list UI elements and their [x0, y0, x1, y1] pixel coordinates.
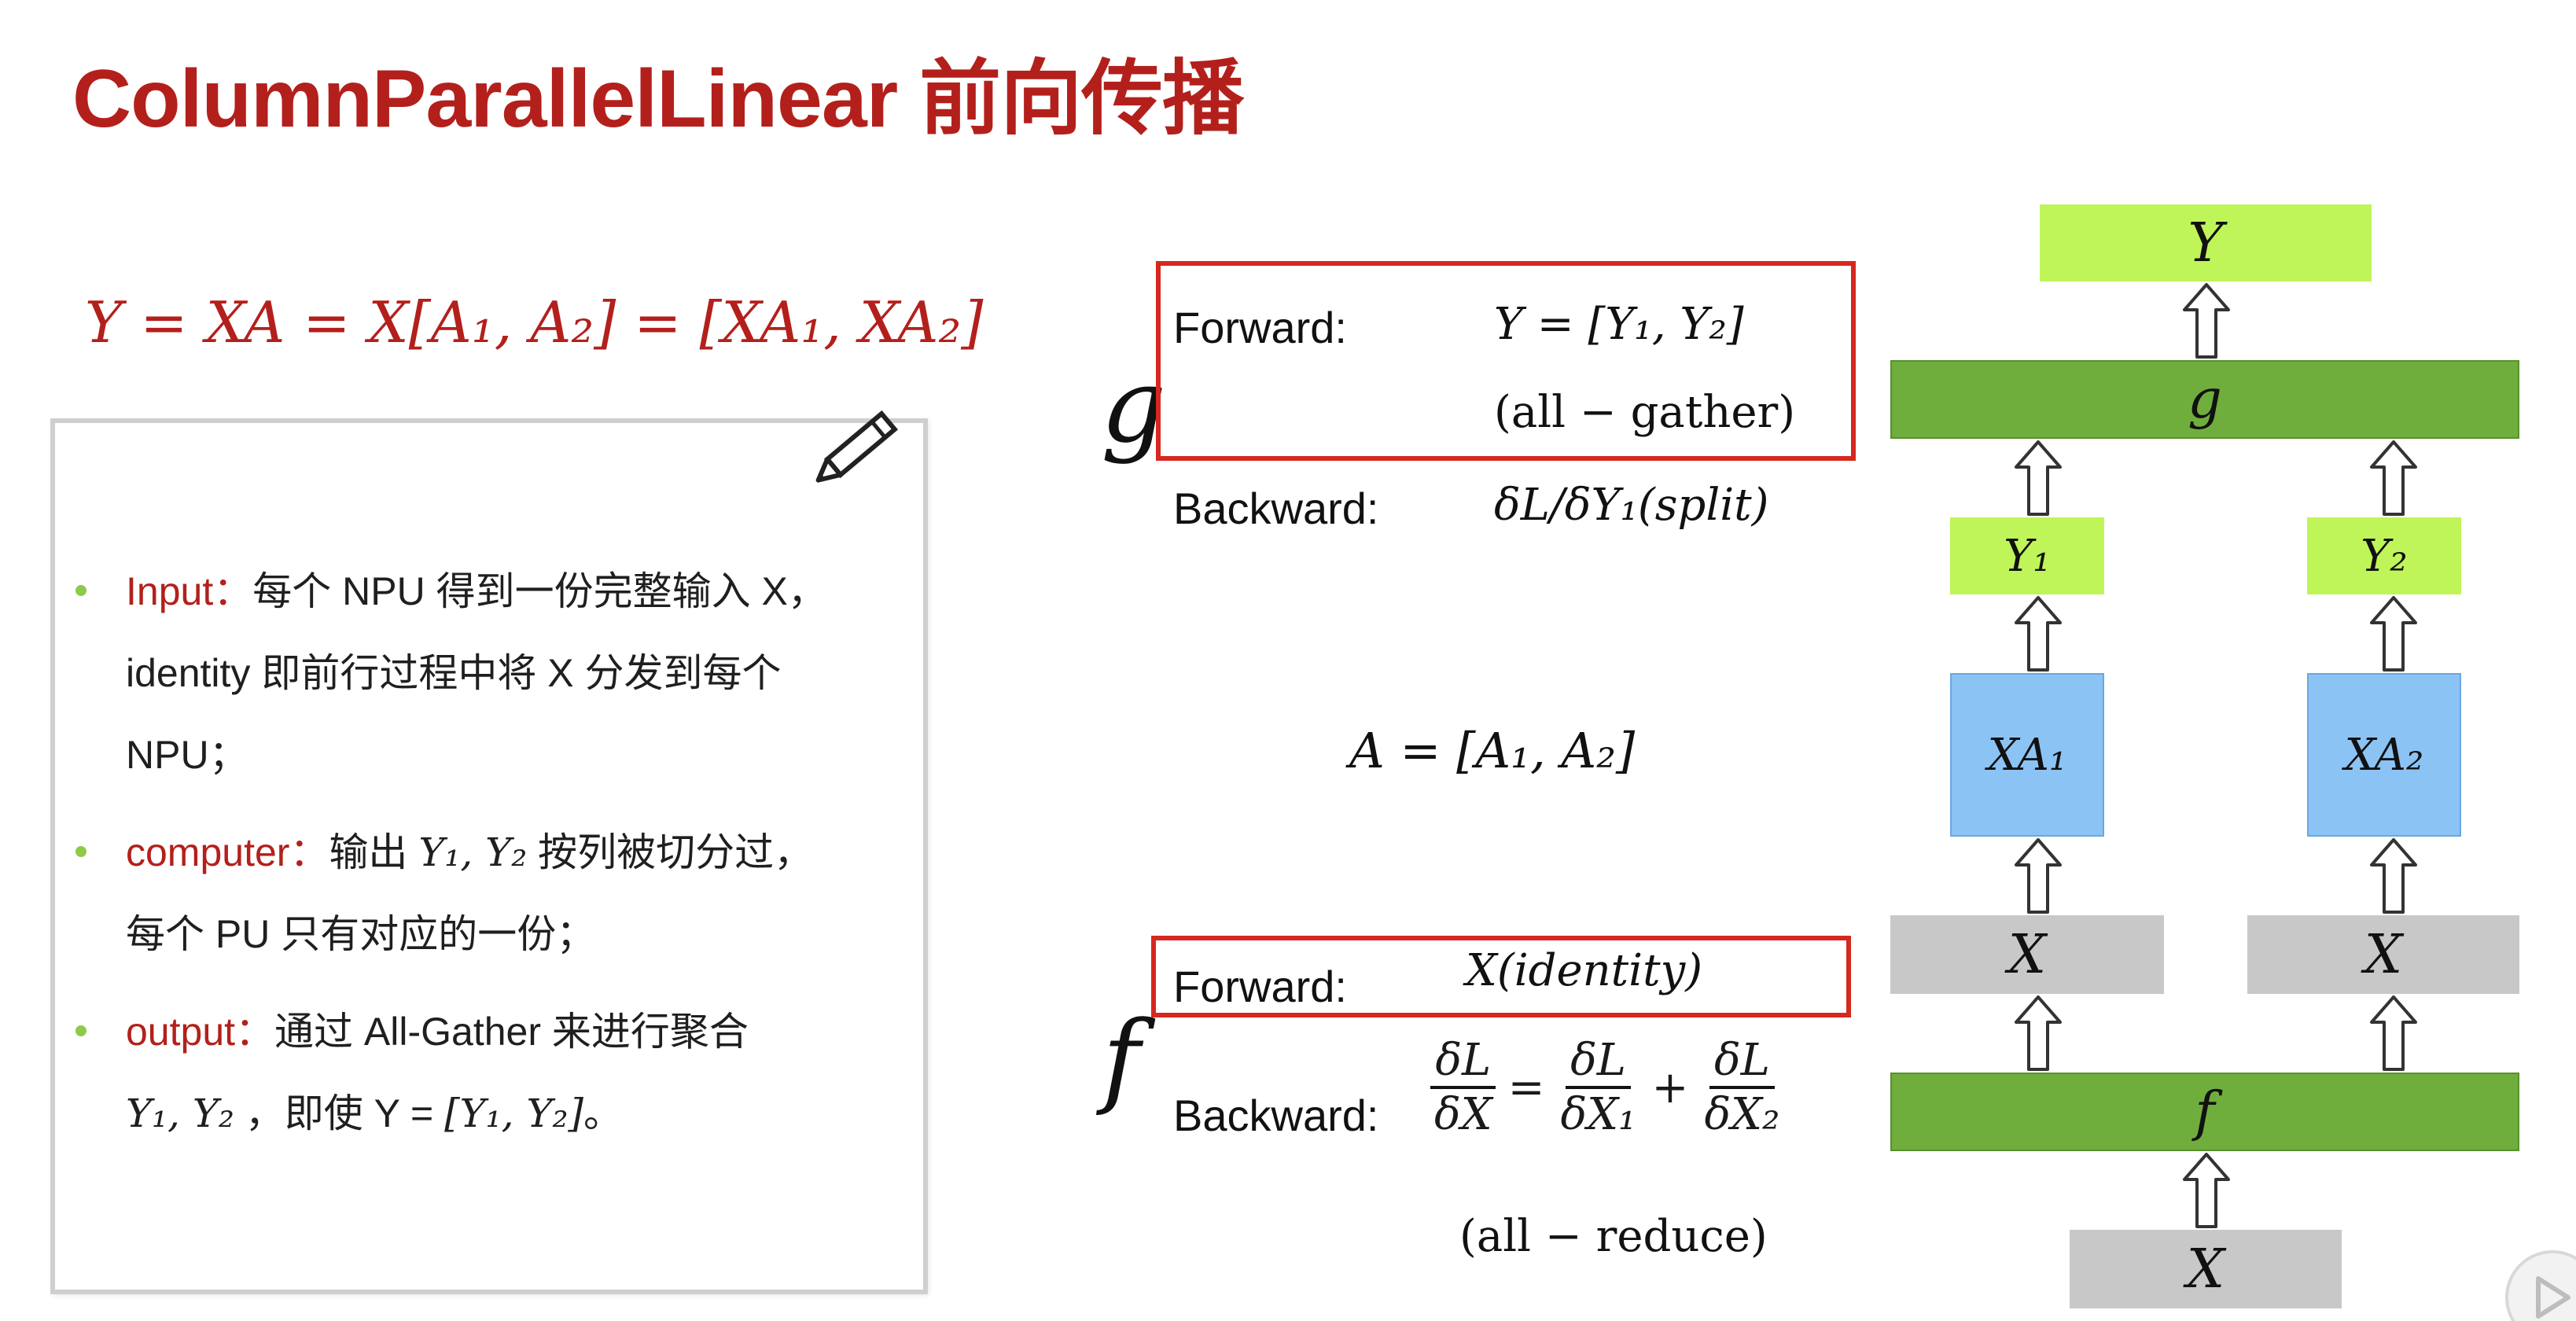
g-forward-label: Forward: — [1173, 303, 1347, 352]
bullet-math: Y₁, Y₂ — [126, 1091, 234, 1136]
bullet-text: 通过 All-Gather 来进行聚合 — [274, 1010, 749, 1054]
main-equation: Y = XA = X[A₁, A₂] = [XA₁, XA₂] — [85, 289, 984, 355]
g-backward-label: Backward: — [1173, 484, 1379, 533]
bullet-text: identity 即前行过程中将 X 分发到每个 — [126, 651, 782, 695]
y2-block: Y₂ — [2307, 517, 2461, 594]
g-bar: g — [1890, 360, 2519, 439]
bullet-keyword: output： — [126, 1010, 275, 1054]
up-arrow-icon — [2015, 838, 2062, 914]
f-forward-box — [1151, 936, 1851, 1017]
f-backward-label: Backward: — [1173, 1091, 1379, 1140]
bullet-computer: computer：输出 Y₁, Y₂ 按列被切分过， 每个 PU 只有对应的一份… — [75, 811, 909, 975]
bullet-keyword: computer： — [126, 830, 329, 874]
g-forward-equation: Y = [Y₁, Y₂] — [1494, 299, 1744, 350]
up-arrow-icon — [2370, 838, 2417, 914]
bullet-text: 按列被切分过， — [527, 830, 814, 874]
y-output-block: Y — [2040, 204, 2372, 281]
bullet-text: ，即使 Y = — [234, 1091, 445, 1135]
bullet-math: [Y₁, Y₂] — [444, 1091, 584, 1136]
up-arrow-icon — [2183, 1153, 2230, 1228]
note-card — [50, 418, 928, 1294]
bullet-list: Input：每个 NPU 得到一份完整输入 X， identity 即前行过程中… — [75, 550, 909, 1170]
x-right-block: X — [2247, 915, 2519, 994]
g-forward-box — [1156, 261, 1856, 461]
bullet-text: 。 — [583, 1091, 624, 1135]
up-arrow-icon — [2015, 995, 2062, 1071]
bullet-text: NPU； — [126, 733, 248, 777]
f-forward-label: Forward: — [1173, 962, 1347, 1011]
bullet-dot — [75, 1025, 86, 1036]
a-equation: A = [A₁, A₂] — [1349, 722, 1636, 779]
bullet-output: output：通过 All-Gather 来进行聚合 Y₁, Y₂ ，即使 Y … — [75, 991, 909, 1154]
bullet-text: 每个 PU 只有对应的一份； — [126, 912, 596, 956]
bullet-input: Input：每个 NPU 得到一份完整输入 X， identity 即前行过程中… — [75, 550, 909, 796]
g-forward-note: (all − gather) — [1494, 387, 1796, 438]
f-letter: f — [1102, 999, 1141, 1118]
up-arrow-icon — [2370, 995, 2417, 1071]
f-forward-equation: X(identity) — [1466, 945, 1703, 996]
up-arrow-icon — [2015, 596, 2062, 672]
bullet-text: 输出 — [329, 830, 419, 874]
x-left-block: X — [1890, 915, 2164, 994]
up-arrow-icon — [2183, 283, 2230, 359]
y1-block: Y₁ — [1950, 517, 2104, 594]
bullet-text: 每个 NPU 得到一份完整输入 X， — [252, 569, 827, 613]
bullet-math: Y₁, Y₂ — [418, 830, 528, 875]
f-bar: f — [1890, 1073, 2519, 1151]
up-arrow-icon — [2370, 440, 2417, 516]
xa1-block: XA₁ — [1950, 673, 2104, 837]
up-arrow-icon — [2370, 596, 2417, 672]
xa2-block: XA₂ — [2307, 673, 2461, 837]
g-backward-equation: δL/δY₁(split) — [1494, 480, 1769, 531]
page-title: ColumnParallelLinear 前向传播 — [72, 53, 1244, 145]
bullet-dot — [75, 846, 86, 857]
g-letter: g — [1101, 346, 1167, 465]
f-backward-note: (all − reduce) — [1459, 1211, 1768, 1262]
bullet-keyword: Input： — [126, 569, 253, 613]
pencil-icon — [815, 410, 899, 483]
x-input-block: X — [2070, 1230, 2342, 1308]
play-icon[interactable] — [2490, 1235, 2576, 1321]
bullet-dot — [75, 585, 86, 596]
up-arrow-icon — [2015, 440, 2062, 516]
